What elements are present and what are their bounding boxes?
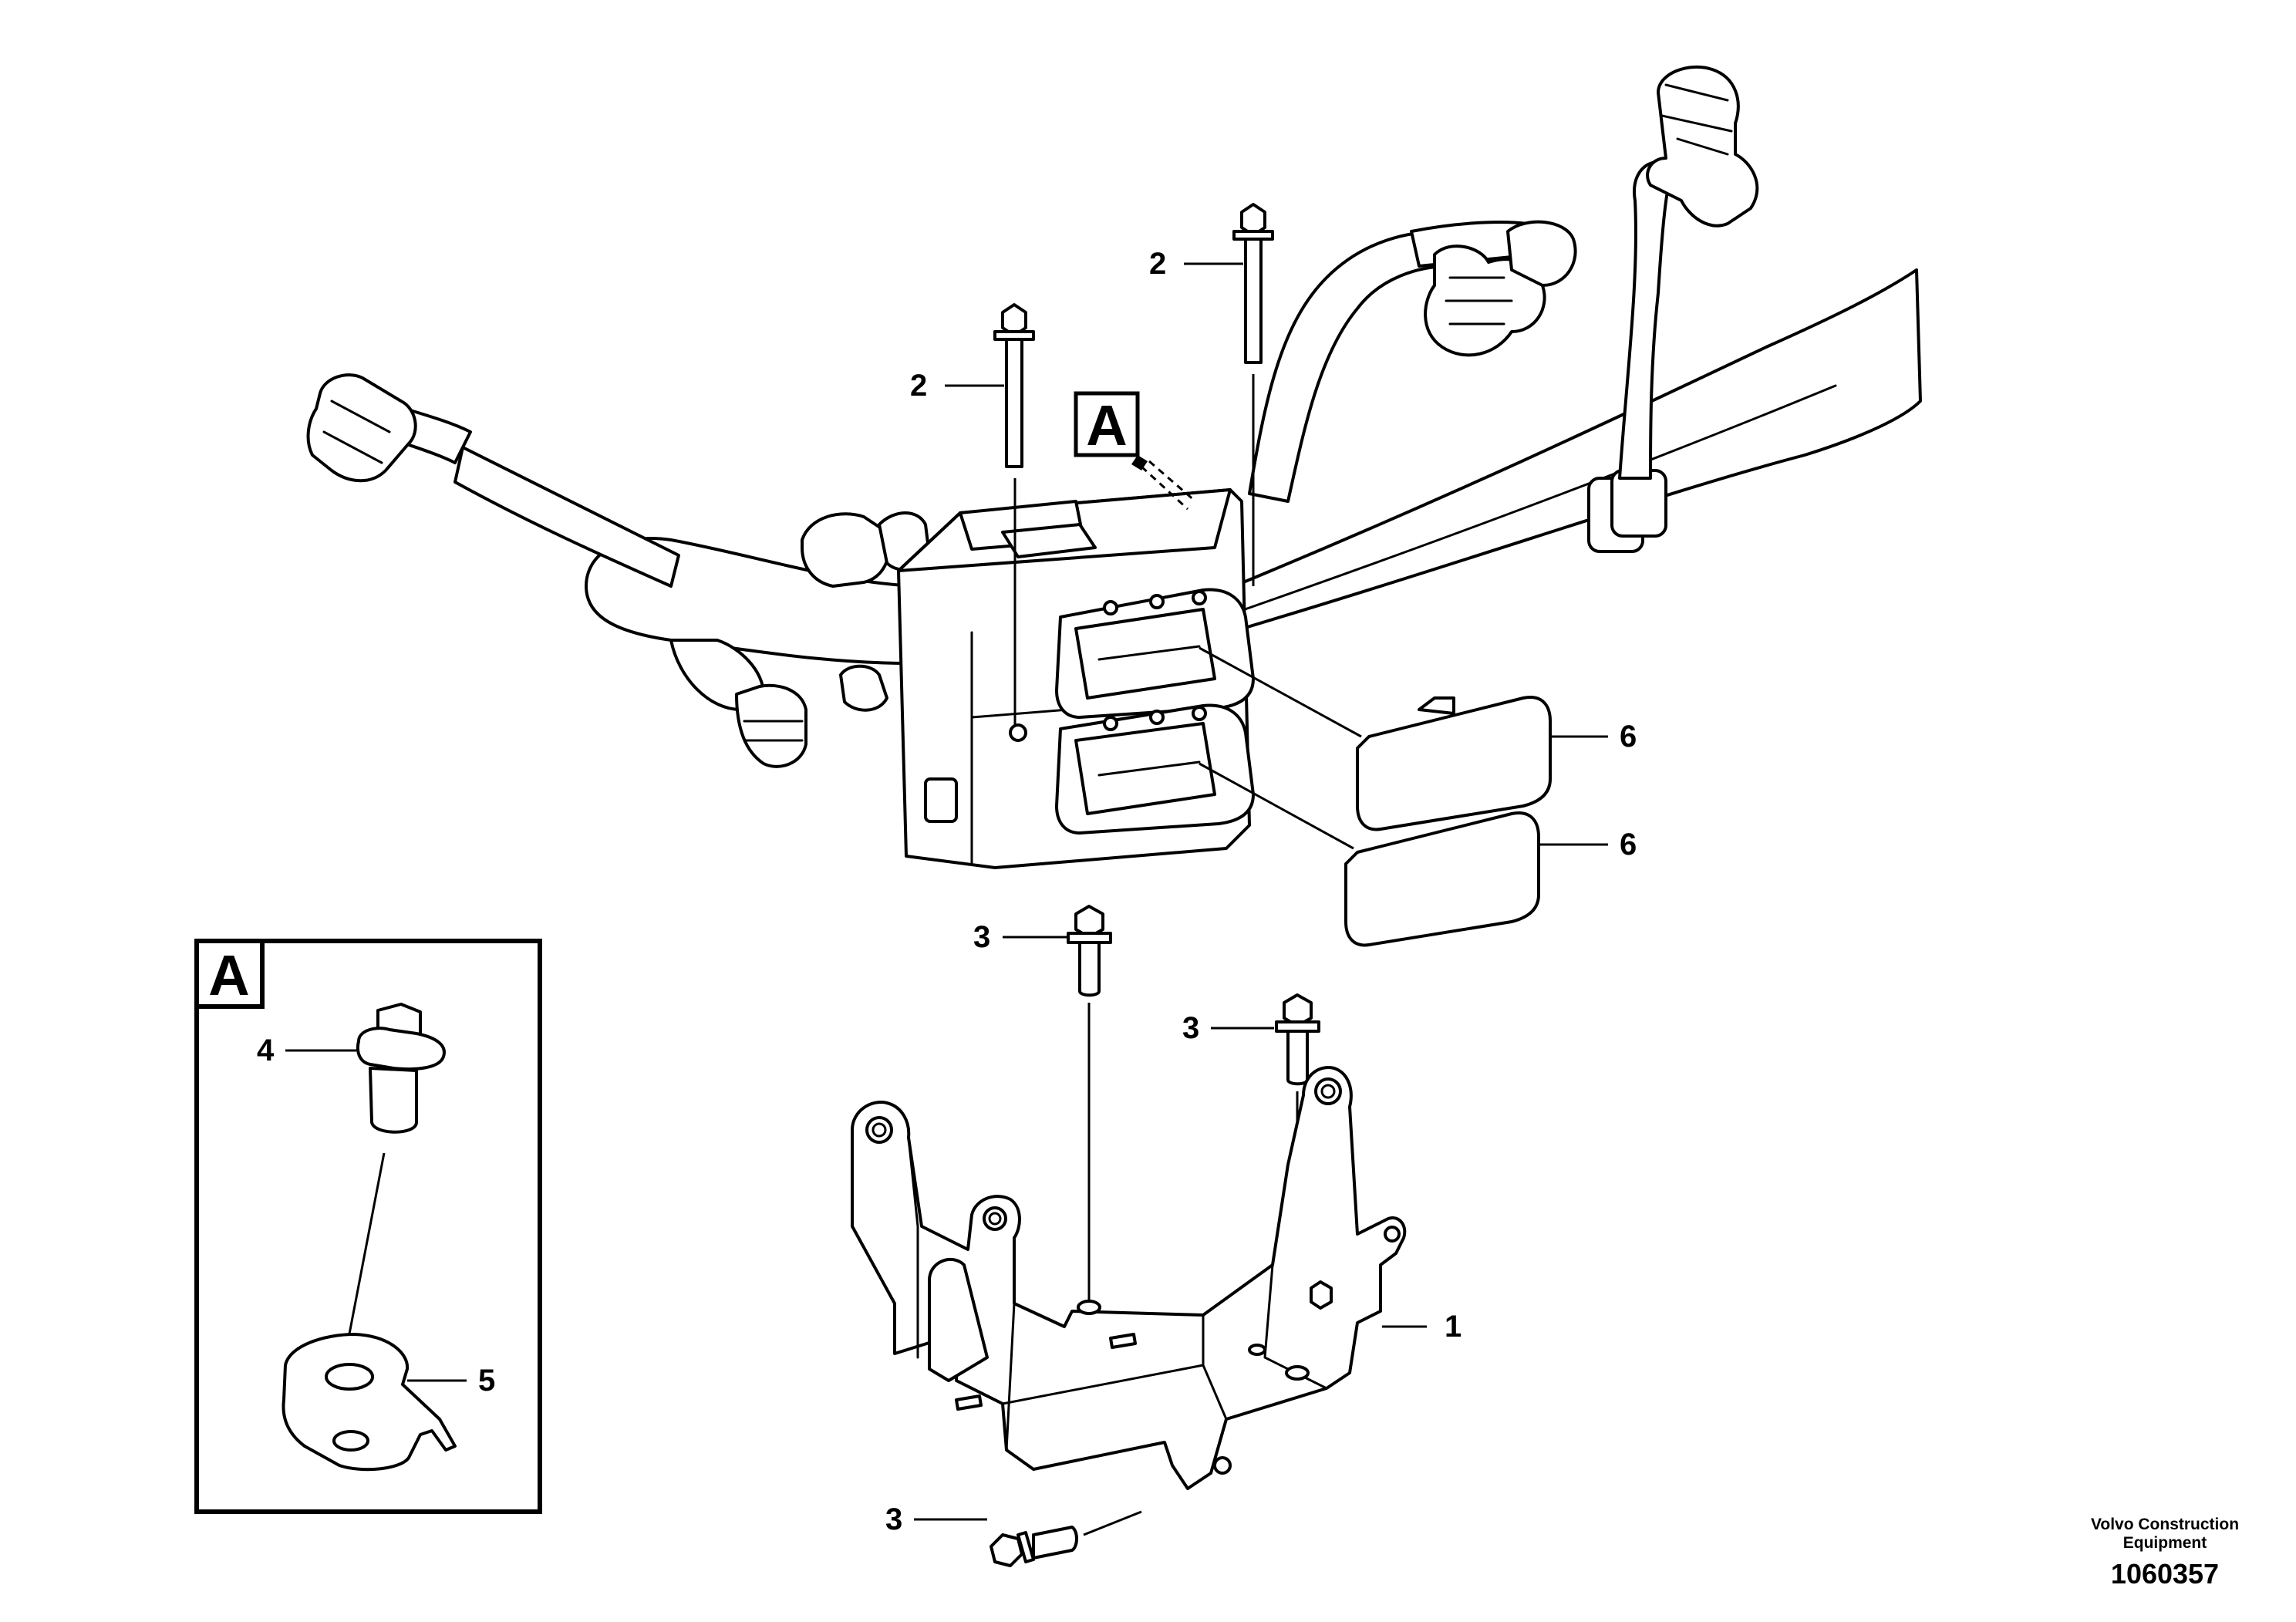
callout-flange-screw: 4 [257, 1034, 275, 1067]
callout-screw-bottom: 3 [885, 1502, 902, 1536]
callout-cover-upper: 6 [1620, 720, 1637, 754]
control-unit [897, 488, 1255, 869]
detail-marker-a: A [1074, 391, 1196, 511]
callout-clip-plate: 5 [478, 1364, 495, 1398]
callout-cover-lower: 6 [1620, 828, 1637, 862]
callout-numbers: 1 2 2 3 3 3 4 5 6 6 [257, 247, 1637, 1536]
callout-screw-upper-left: 3 [973, 920, 990, 954]
callout-long-screw-left: 2 [910, 369, 927, 403]
credit-line-1: Volvo Construction [2091, 1516, 2239, 1533]
mounting-bracket [851, 1066, 1407, 1490]
callout-leaders [285, 262, 1608, 1521]
inset-letter: A [208, 943, 249, 1007]
credit-line-2: Equipment [2123, 1534, 2207, 1552]
long-screws [993, 203, 1274, 725]
short-screws [990, 905, 1320, 1567]
wiring-harness [306, 65, 1922, 768]
callout-long-screw-right: 2 [1149, 247, 1166, 281]
connector-covers [1199, 646, 1552, 947]
detail-marker-letter: A [1086, 393, 1127, 457]
document-number: 1060357 [2111, 1558, 2219, 1590]
credit-block: Volvo Construction Equipment 1060357 [2091, 1516, 2239, 1590]
callout-screw-upper-right: 3 [1182, 1011, 1199, 1045]
callout-bracket: 1 [1445, 1310, 1462, 1344]
detail-a-inset: A [194, 939, 542, 1514]
